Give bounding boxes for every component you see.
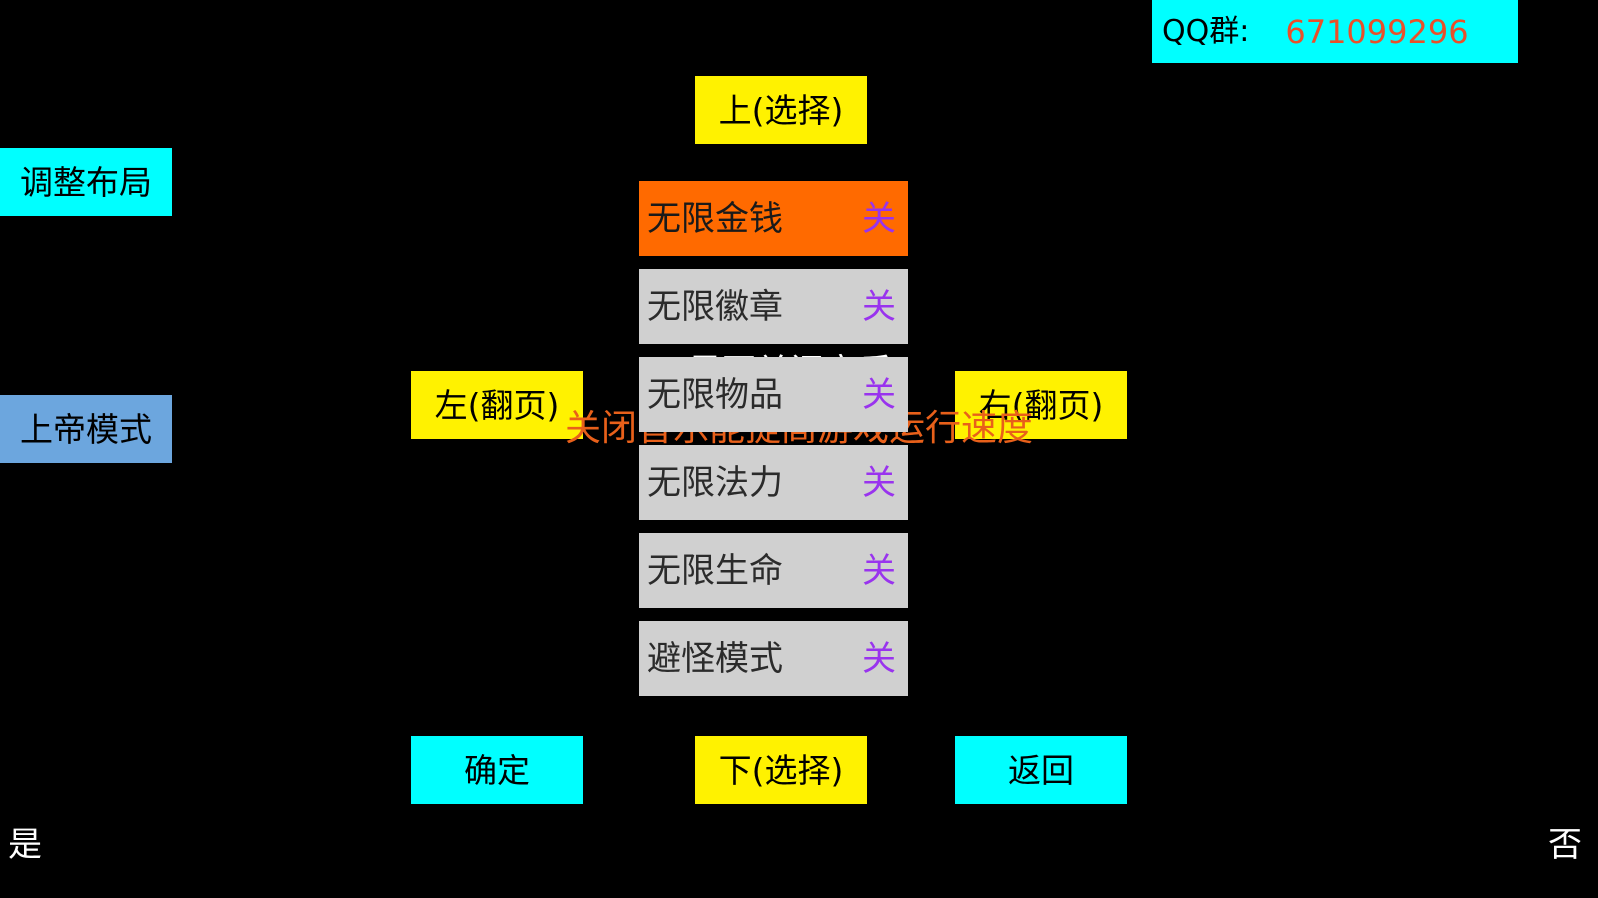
cheat-menu-row-value: 关 <box>862 374 896 415</box>
cheat-menu-row[interactable]: 无限金钱 关 <box>639 181 908 256</box>
cheat-menu-row[interactable]: 无限法力 关 <box>639 445 908 520</box>
cheat-menu-row-value: 关 <box>862 462 896 503</box>
qq-group-banner: QQ群: 671099296 <box>1152 0 1518 63</box>
down-select-button[interactable]: 下(选择) <box>695 736 867 804</box>
left-page-button[interactable]: 左(翻页) <box>411 371 583 439</box>
cheat-menu-row-label: 无限徽章 <box>647 286 783 327</box>
back-button[interactable]: 返回 <box>955 736 1127 804</box>
cheat-menu-row[interactable]: 避怪模式 关 <box>639 621 908 696</box>
cheat-menu-row-label: 无限生命 <box>647 550 783 591</box>
cheat-menu-row-label: 无限金钱 <box>647 198 783 239</box>
cheat-menu-row-label: 无限物品 <box>647 374 783 415</box>
cheat-menu-row[interactable]: 无限生命 关 <box>639 533 908 608</box>
cheat-menu-row[interactable]: 无限物品 关 <box>639 357 908 432</box>
cheat-menu-row-value: 关 <box>862 286 896 327</box>
cheat-menu-row-label: 无限法力 <box>647 462 783 503</box>
cheat-menu-row-value: 关 <box>862 638 896 679</box>
confirm-dialog-no-label[interactable]: 否 <box>1548 825 1582 865</box>
right-page-button[interactable]: 右(翻页) <box>955 371 1127 439</box>
cheat-menu-row-value: 关 <box>862 550 896 591</box>
up-select-button[interactable]: 上(选择) <box>695 76 867 144</box>
adjust-layout-button[interactable]: 调整布局 <box>0 148 172 216</box>
cheat-menu: 无限金钱 关 无限徽章 关 无限物品 关 无限法力 关 无限生命 关 避怪模式 … <box>639 181 908 709</box>
cheat-menu-row-label: 避怪模式 <box>647 638 783 679</box>
qq-group-number: 671099296 <box>1285 12 1469 51</box>
cheat-menu-row[interactable]: 无限徽章 关 <box>639 269 908 344</box>
cheat-menu-row-value: 关 <box>862 198 896 239</box>
qq-group-label: QQ群: <box>1162 13 1250 49</box>
god-mode-button[interactable]: 上帝模式 <box>0 395 172 463</box>
confirm-button[interactable]: 确定 <box>411 736 583 804</box>
confirm-dialog-yes-label[interactable]: 是 <box>8 825 42 865</box>
